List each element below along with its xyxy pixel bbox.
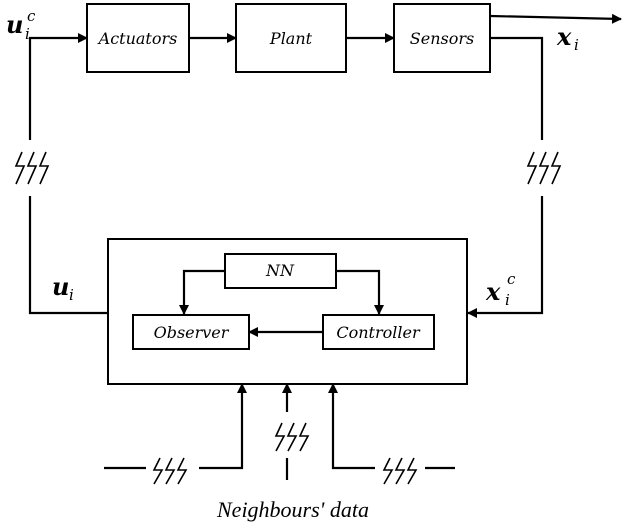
u-i-c-label: u c i	[6, 7, 36, 43]
controller-label: Controller	[336, 323, 421, 342]
svg-text:u: u	[52, 272, 69, 301]
neighbour-middle-network-icon	[274, 422, 310, 452]
svg-text:i: i	[25, 25, 30, 43]
svg-text:i: i	[69, 286, 74, 304]
control-signal-wire-bottom	[28, 196, 108, 315]
svg-text:c: c	[507, 270, 516, 288]
nn-block: NN	[224, 253, 337, 289]
left-network-channel-icon	[14, 151, 50, 185]
svg-text:u: u	[6, 10, 23, 39]
svg-text:i: i	[574, 36, 579, 54]
control-signal-wire-top	[28, 33, 88, 140]
observer-label: Observer	[154, 323, 230, 342]
neighbour-left-input-wire	[199, 383, 247, 470]
sensors-block: Sensors	[393, 3, 491, 73]
observer-block: Observer	[132, 314, 250, 350]
actuators-block: Actuators	[86, 3, 190, 73]
sensor-feedback-wire-top	[490, 36, 544, 140]
u-i-label: u i	[52, 272, 74, 304]
neighbour-left-network-icon	[152, 457, 188, 485]
neighbours-data-caption: Neighbours' data	[216, 497, 369, 522]
svg-text:i: i	[505, 291, 510, 309]
svg-text:x: x	[485, 277, 501, 306]
sensors-label: Sensors	[410, 29, 474, 48]
x-i-label: x i	[556, 22, 579, 54]
neighbour-right-network-icon	[382, 457, 418, 485]
nn-to-controller-arrow	[336, 269, 384, 315]
svg-text:c: c	[27, 7, 36, 25]
nn-to-observer-arrow	[179, 269, 225, 315]
nn-label: NN	[265, 261, 295, 280]
svg-text:x: x	[556, 22, 572, 51]
sensor-feedback-wire-bottom	[467, 196, 544, 318]
state-output-arrow	[489, 13, 622, 24]
neighbour-right-input-wire	[328, 383, 375, 470]
right-network-channel-icon	[526, 151, 562, 185]
controller-block: Controller	[322, 314, 435, 350]
x-i-c-label: x c i	[485, 270, 516, 309]
actuators-label: Actuators	[97, 29, 178, 48]
plant-label: Plant	[269, 29, 313, 48]
plant-block: Plant	[235, 3, 347, 73]
